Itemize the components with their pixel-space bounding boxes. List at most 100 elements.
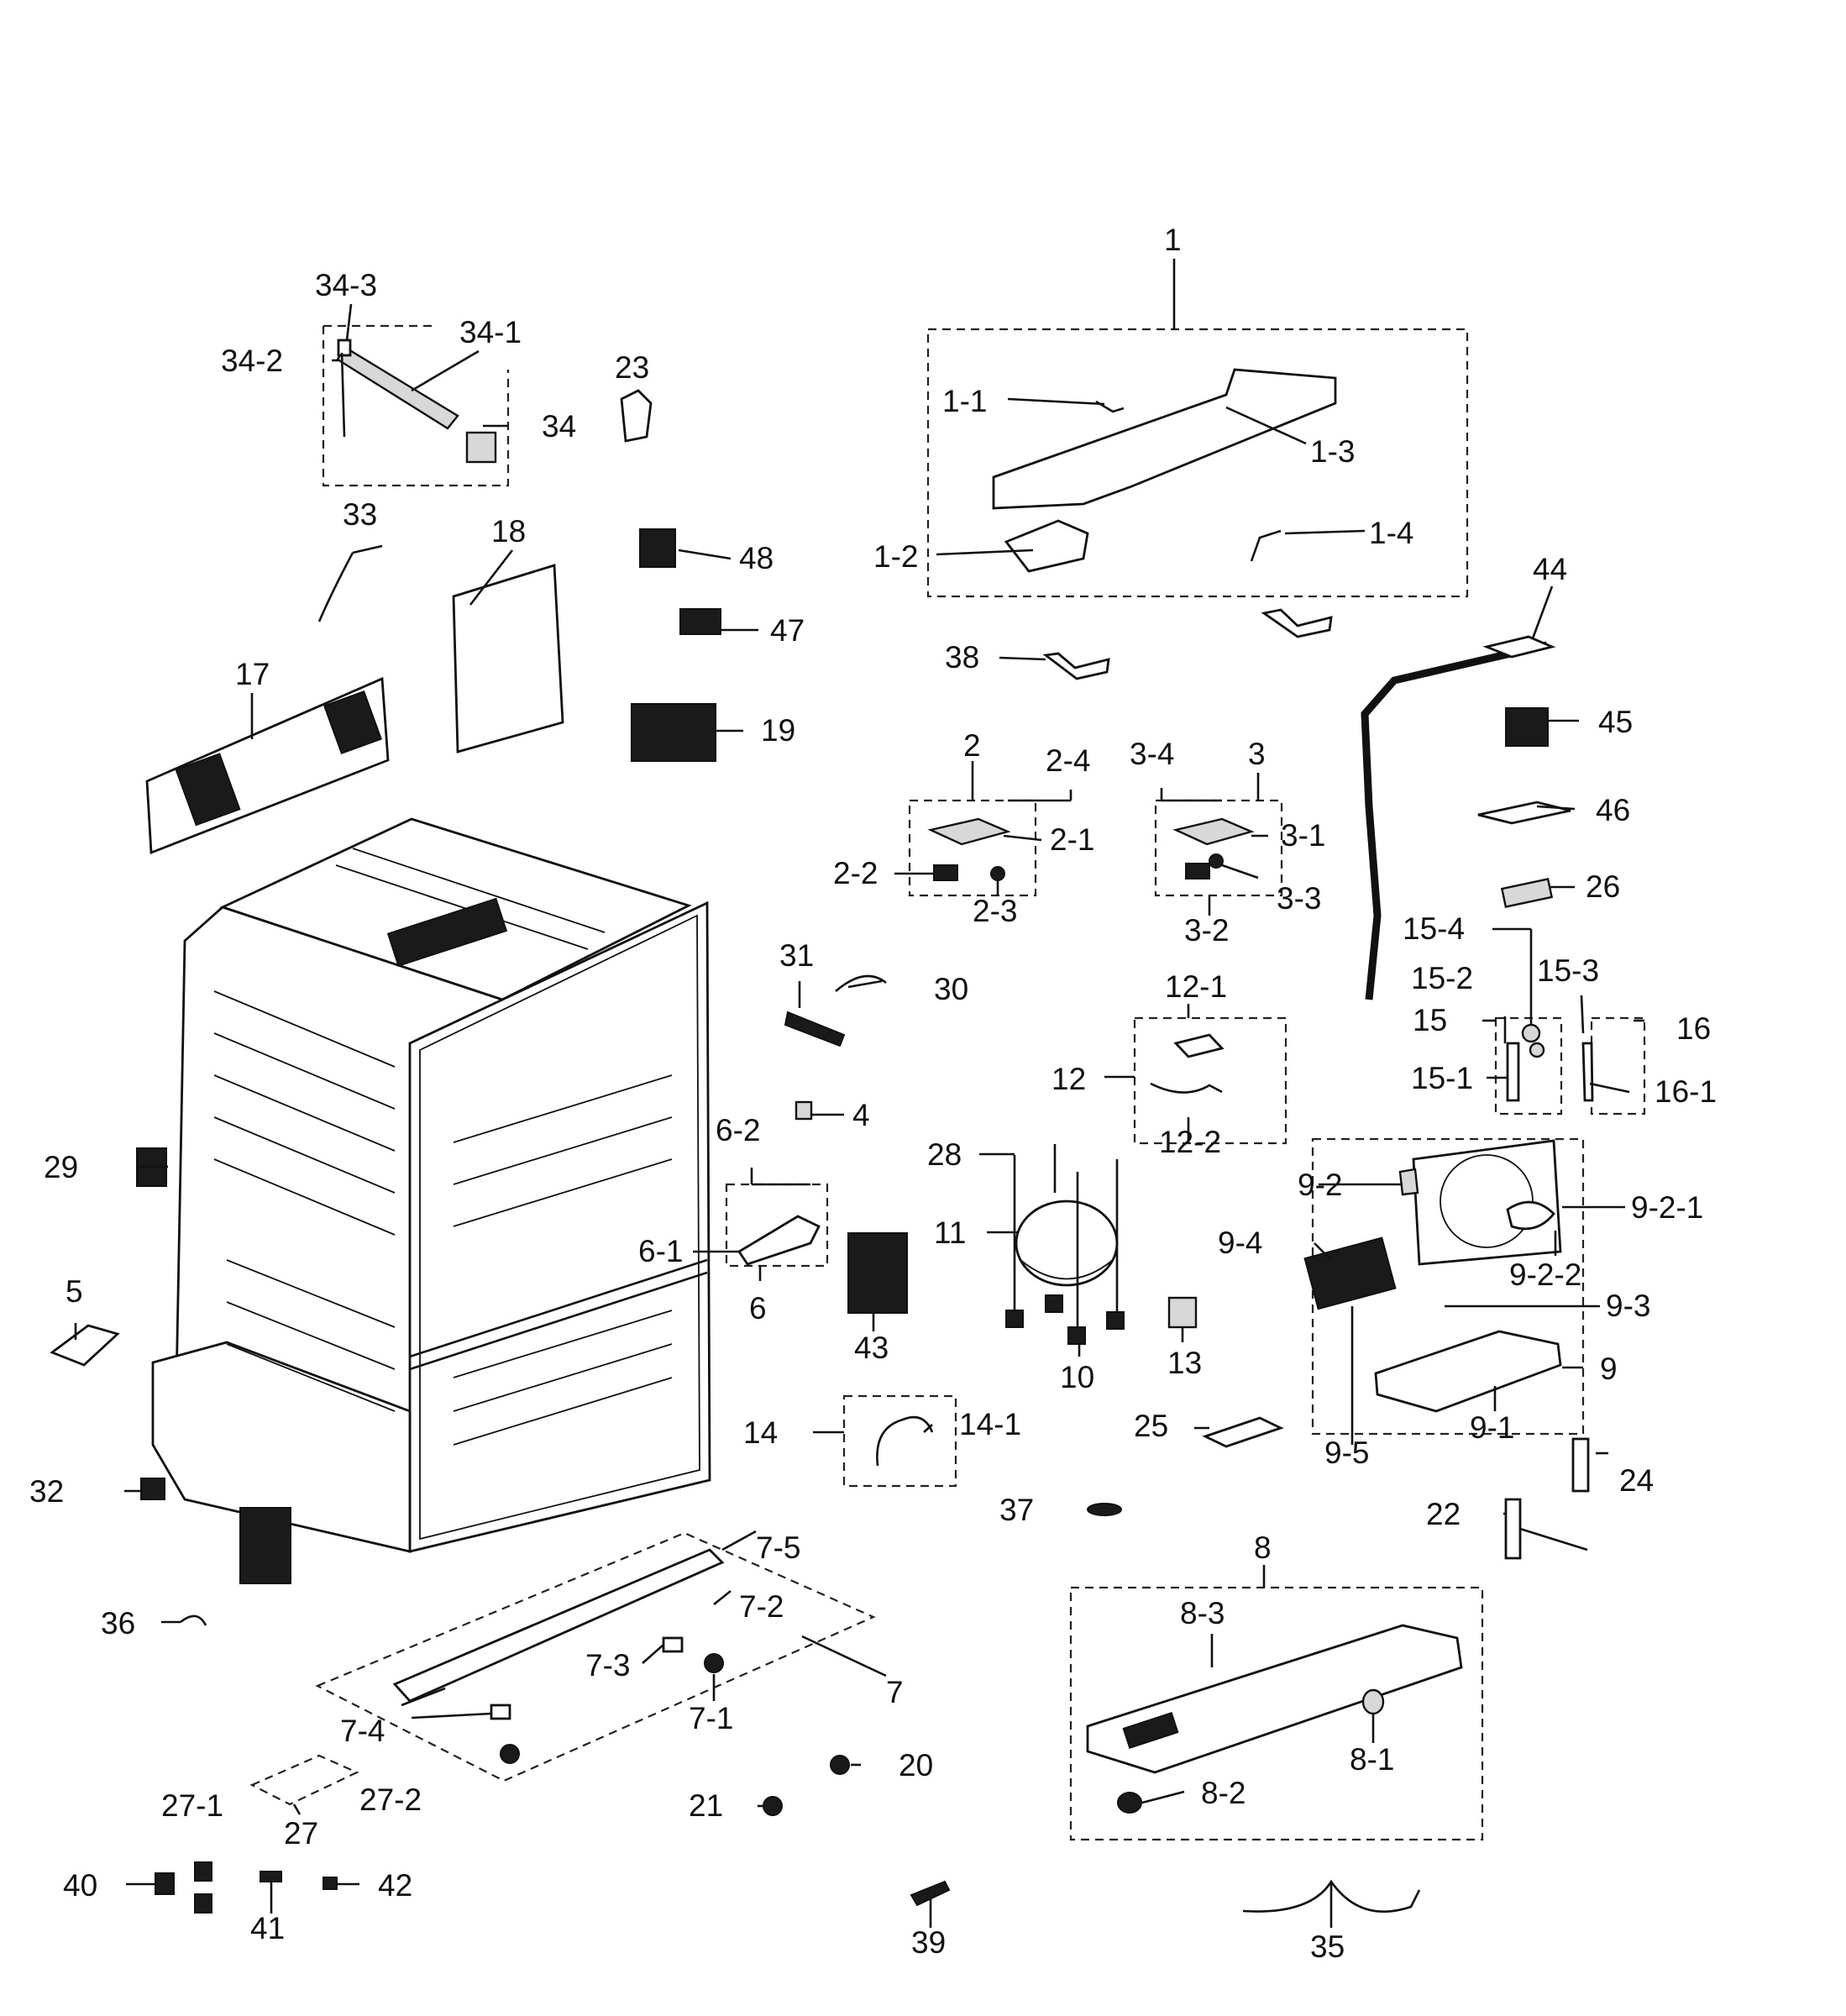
cabinet-front-inner <box>419 914 700 1541</box>
part-2-2-block <box>933 864 958 881</box>
group-34-box <box>322 324 510 487</box>
label-2-1: 2-1 <box>1050 822 1094 857</box>
part-38-bracket <box>1042 652 1110 680</box>
label-17: 17 <box>235 657 270 691</box>
label-28: 28 <box>927 1137 962 1172</box>
label-7-2: 7-2 <box>739 1589 784 1624</box>
label-3-1: 3-1 <box>1281 818 1325 853</box>
label-25: 25 <box>1134 1409 1168 1443</box>
cabinet-divider <box>409 1258 708 1358</box>
part-46-plate <box>1477 801 1571 825</box>
part-1-2-plate <box>1004 519 1089 573</box>
label-34-2: 34-2 <box>221 344 283 378</box>
part-3-1-hinge <box>1172 817 1255 846</box>
label-34-1: 34-1 <box>459 315 522 349</box>
part-18-panel <box>452 564 564 753</box>
parts <box>50 339 1594 1914</box>
label-3-4: 3-4 <box>1130 737 1174 771</box>
label-23: 23 <box>615 350 649 385</box>
label-20: 20 <box>899 1748 933 1782</box>
label-30: 30 <box>934 972 968 1006</box>
part-7-4-roller <box>500 1744 520 1764</box>
part-15-4-nut <box>1521 1023 1541 1043</box>
label-9-5: 9-5 <box>1324 1436 1369 1470</box>
part-40-clip-b <box>194 1861 212 1882</box>
group-2-box <box>908 799 1037 897</box>
label-7-4: 7-4 <box>340 1714 385 1748</box>
part-grille-bottom <box>239 1507 291 1584</box>
label-24: 24 <box>1619 1463 1654 1498</box>
label-16: 16 <box>1676 1011 1711 1046</box>
part-7-1-roller <box>704 1653 724 1673</box>
label-11: 11 <box>934 1215 966 1250</box>
label-3: 3 <box>1248 737 1266 771</box>
group-15-box <box>1494 1016 1563 1116</box>
part-39-fitting <box>910 1880 951 1907</box>
part-14-1-wire <box>876 1415 934 1467</box>
label-3-3: 3-3 <box>1277 881 1321 916</box>
label-8: 8 <box>1254 1530 1272 1565</box>
label-32: 32 <box>29 1474 64 1509</box>
label-14-1: 14-1 <box>959 1407 1021 1441</box>
label-27: 27 <box>284 1816 318 1851</box>
part-40-clip-a <box>155 1872 175 1895</box>
part-7-4-shaft <box>490 1704 511 1720</box>
label-6-1: 6-1 <box>638 1234 683 1268</box>
label-15-3: 15-3 <box>1537 953 1599 988</box>
part-15-3-nut <box>1529 1042 1545 1058</box>
label-9: 9 <box>1600 1352 1618 1386</box>
label-4: 4 <box>852 1098 870 1132</box>
label-21: 21 <box>689 1788 723 1823</box>
part-17-vent-left <box>175 753 241 827</box>
part-7-3-shaft <box>662 1636 684 1653</box>
label-12-1: 12-1 <box>1165 969 1227 1004</box>
group-16-box <box>1590 1016 1646 1116</box>
label-38: 38 <box>945 640 979 675</box>
label-2: 2 <box>963 728 981 763</box>
label-44: 44 <box>1533 552 1567 586</box>
label-6-2: 6-2 <box>716 1113 760 1147</box>
cabinet-vent-top <box>386 897 508 967</box>
part-9-2-clip <box>1398 1168 1419 1196</box>
part-13-relay <box>1167 1296 1198 1329</box>
part-26-block <box>1500 877 1554 909</box>
part-2-1-hinge <box>927 817 1011 846</box>
label-1-1: 1-1 <box>942 384 987 418</box>
label-34-3: 34-3 <box>315 268 377 302</box>
part-22-drier <box>1504 1498 1522 1560</box>
part-8-3-vent <box>1122 1712 1179 1749</box>
part-5-bracket <box>50 1324 120 1367</box>
label-15-1: 15-1 <box>1411 1061 1473 1095</box>
part-33-wire <box>317 544 383 622</box>
part-24-pin <box>1571 1437 1590 1493</box>
label-45: 45 <box>1598 705 1633 739</box>
part-8-1-damper <box>1361 1688 1385 1715</box>
part-41-fastener <box>260 1871 282 1882</box>
part-43-grille <box>847 1232 908 1314</box>
group-8-box <box>1069 1586 1484 1841</box>
label-27-1: 27-1 <box>161 1788 223 1823</box>
label-3-2: 3-2 <box>1184 913 1229 948</box>
label-15-2: 15-2 <box>1411 961 1473 995</box>
part-6-1-bracket <box>737 1215 821 1266</box>
part-37-cap <box>1087 1503 1122 1516</box>
label-34: 34 <box>542 409 576 444</box>
label-8-2: 8-2 <box>1201 1776 1246 1810</box>
cabinet-base <box>151 1341 412 1553</box>
label-9-2-1: 9-2-1 <box>1631 1190 1703 1225</box>
label-33: 33 <box>343 497 377 532</box>
label-1-3: 1-3 <box>1310 434 1355 469</box>
part-10-feet <box>1005 1294 1125 1345</box>
label-37: 37 <box>999 1493 1034 1527</box>
part-12-2-wire <box>1150 1082 1223 1094</box>
part-47-board <box>679 608 721 635</box>
label-26: 26 <box>1586 869 1620 904</box>
part-34-2-pin <box>340 352 346 438</box>
label-1-4: 1-4 <box>1369 516 1413 550</box>
label-46: 46 <box>1596 793 1630 827</box>
part-25-strip <box>1202 1416 1284 1448</box>
label-14: 14 <box>743 1415 778 1450</box>
label-1: 1 <box>1164 223 1182 257</box>
part-34-3-pin <box>337 339 352 357</box>
label-22: 22 <box>1426 1497 1461 1531</box>
